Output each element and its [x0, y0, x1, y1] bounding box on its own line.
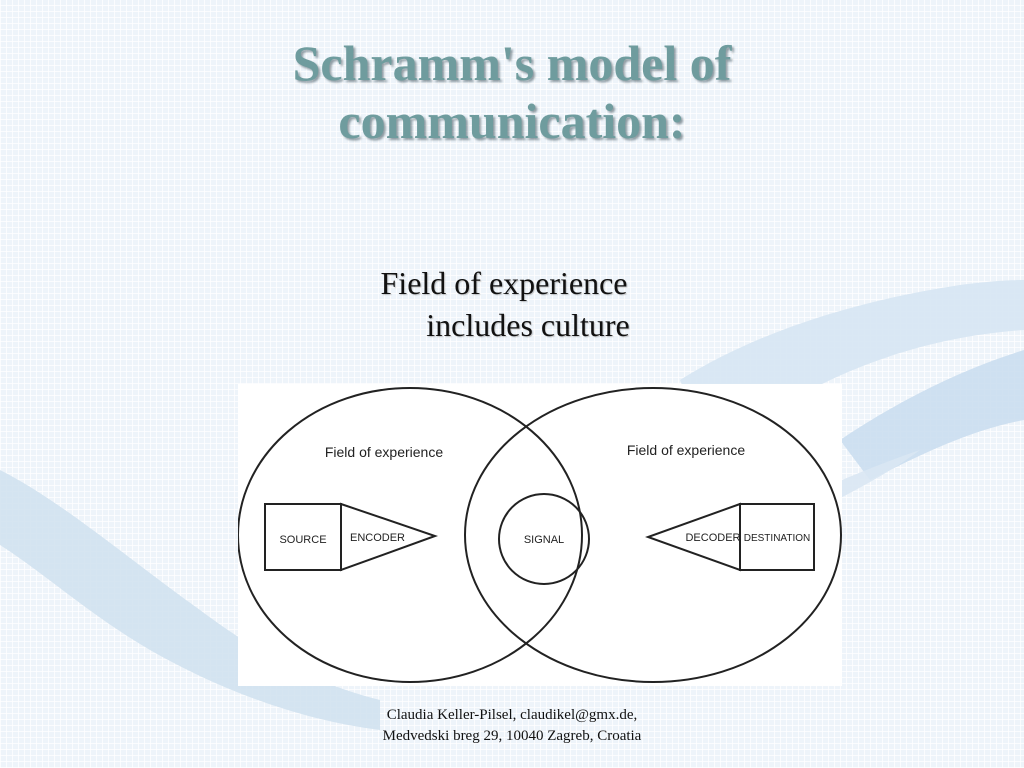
destination-label: DESTINATION	[744, 533, 810, 544]
signal-label: SIGNAL	[524, 534, 564, 546]
slide-footer: Claudia Keller-Pilsel, claudikel@gmx.de,…	[0, 705, 1024, 747]
left-field-of-experience-ellipse	[237, 387, 583, 683]
footer-line-2: Medvedski breg 29, 10040 Zagreb, Croatia	[382, 728, 642, 744]
signal-circle	[498, 493, 590, 585]
subtitle-line-1: Field of experience	[380, 265, 628, 301]
right-field-label: Field of experience	[627, 442, 746, 458]
encoder-triangle	[340, 502, 439, 572]
slide-title: Schramm's model of communication:	[0, 34, 1024, 150]
schramm-model-diagram: Field of experience Field of experience …	[237, 384, 842, 686]
right-field-of-experience-ellipse	[464, 387, 842, 683]
source-label: SOURCE	[279, 534, 326, 546]
slide-title-line-1: Schramm's model of	[292, 35, 732, 91]
encoder-label: ENCODER	[350, 532, 405, 544]
slide-title-line-2: communication:	[338, 93, 686, 149]
footer-line-1: Claudia Keller-Pilsel, claudikel@gmx.de,	[386, 707, 638, 723]
destination-box	[739, 503, 815, 571]
decoder-label: DECODER	[685, 532, 740, 544]
background-wave-right-lower	[840, 350, 1024, 480]
diagram-svg: Field of experience Field of experience …	[237, 387, 842, 683]
subtitle-line-2: includes culture	[426, 307, 630, 343]
slide-subtitle: Field of experience includes culture	[0, 262, 1024, 346]
left-field-label: Field of experience	[325, 444, 444, 460]
